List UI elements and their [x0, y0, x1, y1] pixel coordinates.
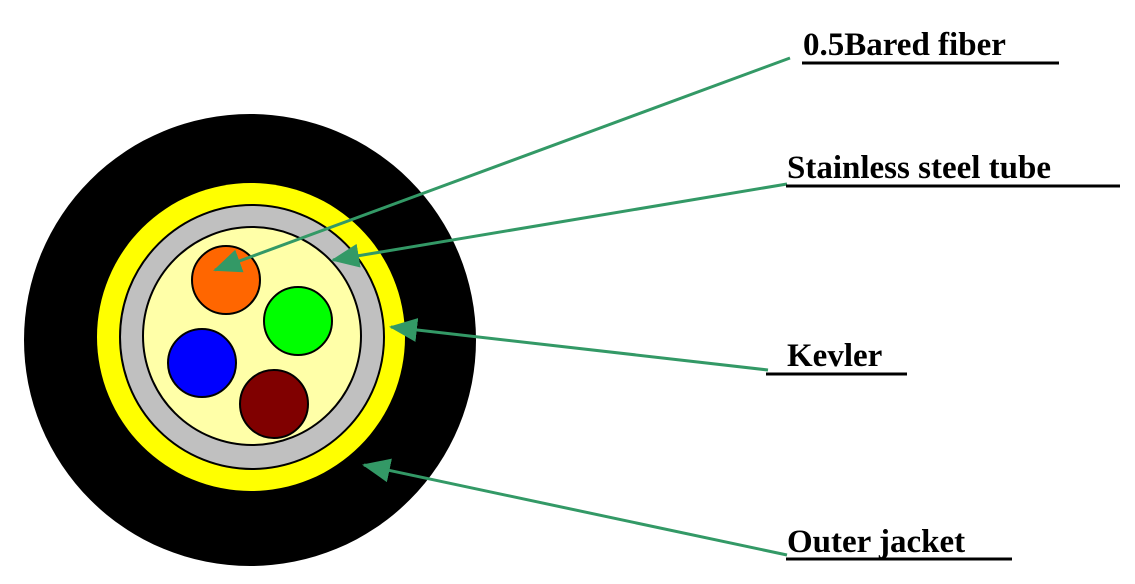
fiber-blue [167, 328, 237, 398]
kevlar-arrow [389, 318, 769, 372]
fiber-maroon [239, 369, 309, 439]
tube-arrow [331, 182, 788, 268]
fiber-arrow [213, 56, 791, 273]
label-bared-fiber: 0.5Bared fiber [803, 27, 1006, 63]
label-outer-jacket: Outer jacket [787, 524, 965, 560]
label-kevlar: Kevler [787, 338, 882, 374]
jacket-arrow [362, 458, 788, 557]
label-stainless-steel-tube: Stainless steel tube [787, 150, 1051, 186]
fiber-green [263, 286, 333, 356]
